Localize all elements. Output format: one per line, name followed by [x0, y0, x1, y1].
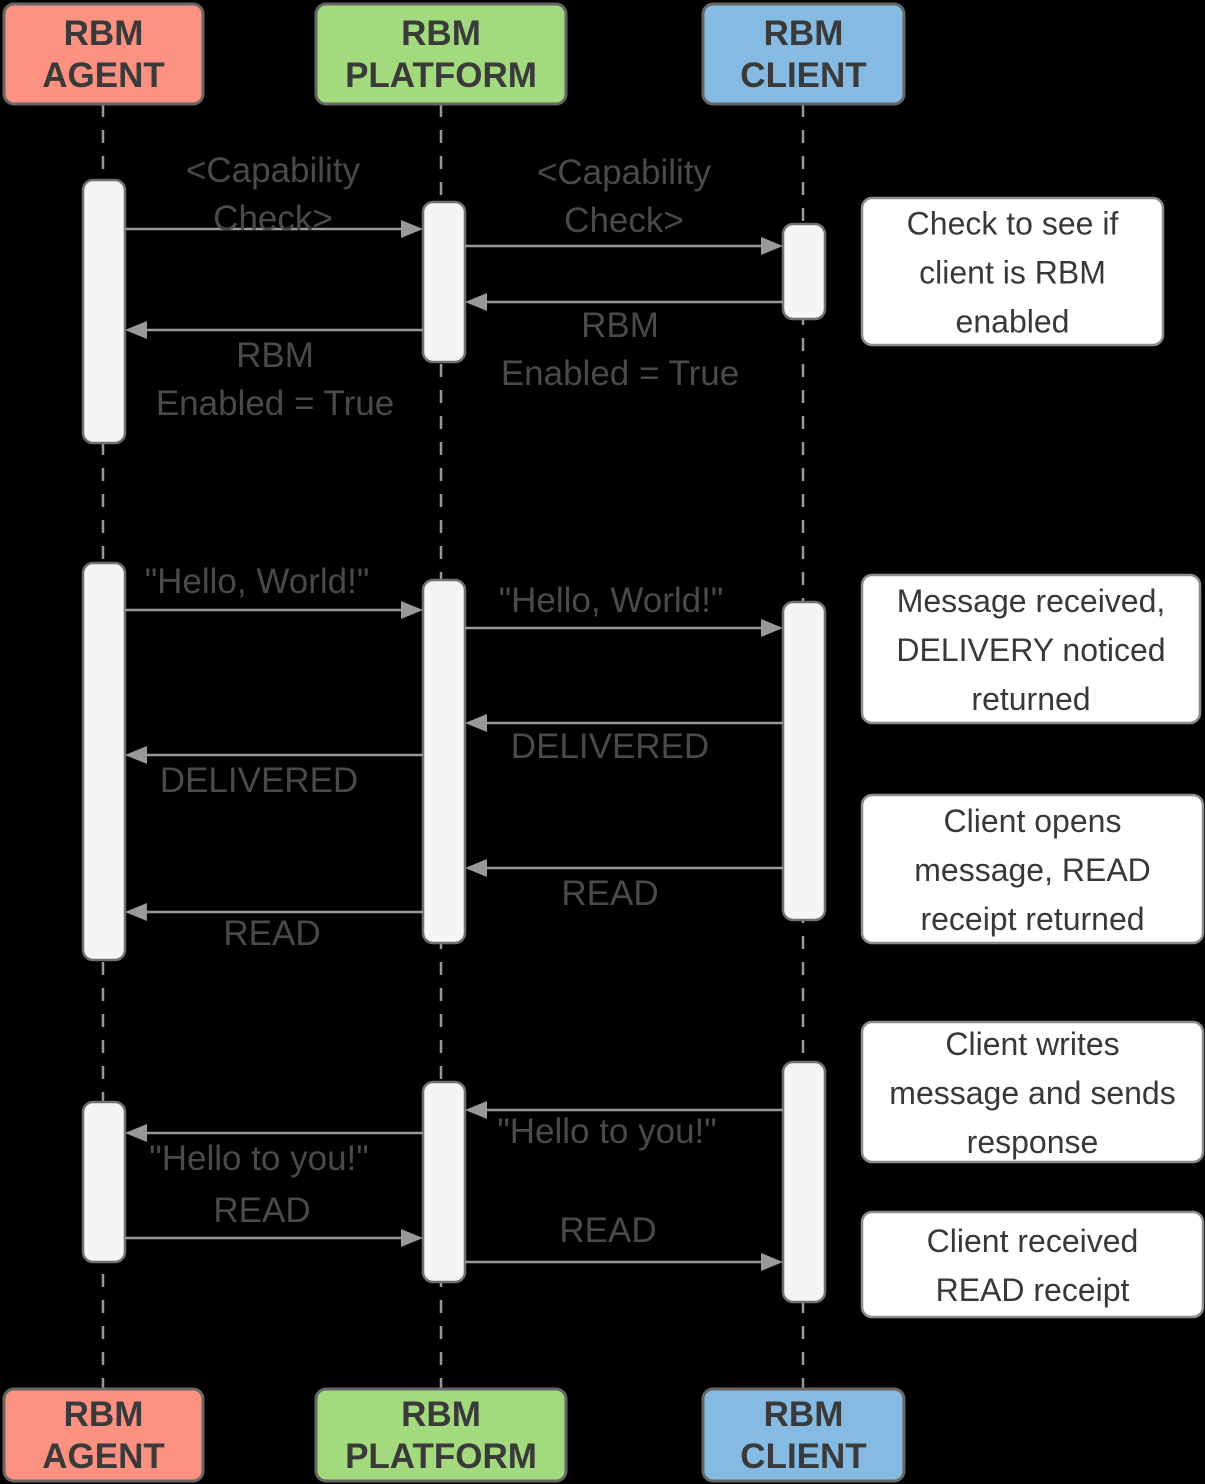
- actor-label-platform: PLATFORM: [345, 1437, 537, 1476]
- actor-label-platform: PLATFORM: [345, 56, 537, 95]
- message-label: <Capability: [186, 151, 361, 190]
- actor-label-platform: RBM: [401, 14, 481, 53]
- message-label: Enabled = True: [156, 384, 394, 423]
- activation-bar-platform: [421, 1080, 467, 1284]
- note-box-4: [860, 1020, 1205, 1164]
- actor-box-agent-bottom: [2, 1387, 205, 1483]
- message-label: RBM: [236, 336, 314, 375]
- message-label: DELIVERED: [160, 761, 358, 800]
- activation-bar-platform: [421, 200, 467, 364]
- activation-bar-client: [781, 222, 827, 321]
- actor-label-client: CLIENT: [740, 1437, 866, 1476]
- message-label: "Hello, World!": [145, 562, 370, 601]
- message-label: DELIVERED: [511, 727, 709, 766]
- message-label: Check>: [564, 201, 684, 240]
- message-arrowhead: [761, 237, 783, 255]
- message-arrowhead: [465, 859, 487, 877]
- message-label: "Hello, World!": [499, 581, 724, 620]
- actor-box-client-top: [701, 2, 906, 106]
- note-text: Client received: [927, 1223, 1139, 1259]
- note-box-5: [860, 1210, 1205, 1319]
- activation-bar-client: [781, 1060, 827, 1304]
- note-text: message, READ: [914, 852, 1151, 888]
- actor-label-client: CLIENT: [740, 56, 866, 95]
- message-arrowhead: [761, 1253, 783, 1271]
- message-arrowhead: [465, 1101, 487, 1119]
- note-text: receipt returned: [920, 901, 1144, 937]
- message-arrowhead: [465, 714, 487, 732]
- note-box-3: [860, 793, 1205, 945]
- message-label: Enabled = True: [501, 354, 739, 393]
- note-text: READ receipt: [936, 1272, 1130, 1308]
- note-text: message and sends: [889, 1075, 1175, 1111]
- note-text: Check to see if: [907, 206, 1119, 242]
- note-text: client is RBM: [919, 255, 1106, 291]
- message-arrowhead: [401, 220, 423, 238]
- note-text: response: [967, 1124, 1099, 1160]
- actor-label-client: RBM: [764, 14, 844, 53]
- message-arrowhead: [761, 619, 783, 637]
- message-label: <Capability: [537, 153, 712, 192]
- actor-label-agent: RBM: [64, 14, 144, 53]
- actor-label-agent: AGENT: [42, 1437, 165, 1476]
- activation-bar-platform: [421, 578, 467, 945]
- note-text: returned: [971, 681, 1090, 717]
- activation-bar-agent: [81, 178, 127, 445]
- actor-box-platform-top: [314, 2, 568, 106]
- note-text: DELIVERY noticed: [896, 632, 1165, 668]
- note-box-1: [860, 196, 1165, 347]
- message-label: "Hello to you!": [149, 1139, 368, 1178]
- message-label: RBM: [581, 306, 659, 345]
- actor-label-platform: RBM: [401, 1395, 481, 1434]
- actor-box-platform-bottom: [314, 1387, 568, 1483]
- actor-box-agent-top: [2, 2, 205, 106]
- actor-label-client: RBM: [764, 1395, 844, 1434]
- note-text: Client opens: [944, 803, 1122, 839]
- message-label: READ: [223, 914, 320, 953]
- message-arrowhead: [125, 1124, 147, 1142]
- note-text: Client writes: [945, 1026, 1119, 1062]
- message-label: "Hello to you!": [497, 1112, 716, 1151]
- activation-bar-client: [781, 600, 827, 922]
- message-label: READ: [561, 874, 658, 913]
- actor-box-client-bottom: [701, 1387, 906, 1483]
- message-arrowhead: [125, 321, 147, 339]
- activation-bar-agent: [81, 561, 127, 962]
- note-box-2: [860, 573, 1202, 725]
- message-arrowhead: [401, 1229, 423, 1247]
- message-arrowhead: [125, 746, 147, 764]
- message-arrowhead: [125, 903, 147, 921]
- note-text: Message received,: [897, 583, 1166, 619]
- activation-bar-agent: [81, 1100, 127, 1264]
- message-arrowhead: [465, 293, 487, 311]
- message-arrowhead: [401, 601, 423, 619]
- message-label: Check>: [213, 199, 333, 238]
- actor-label-agent: RBM: [64, 1395, 144, 1434]
- actor-label-agent: AGENT: [42, 56, 165, 95]
- note-text: enabled: [956, 304, 1070, 340]
- message-label: READ: [559, 1211, 656, 1250]
- message-label: READ: [213, 1191, 310, 1230]
